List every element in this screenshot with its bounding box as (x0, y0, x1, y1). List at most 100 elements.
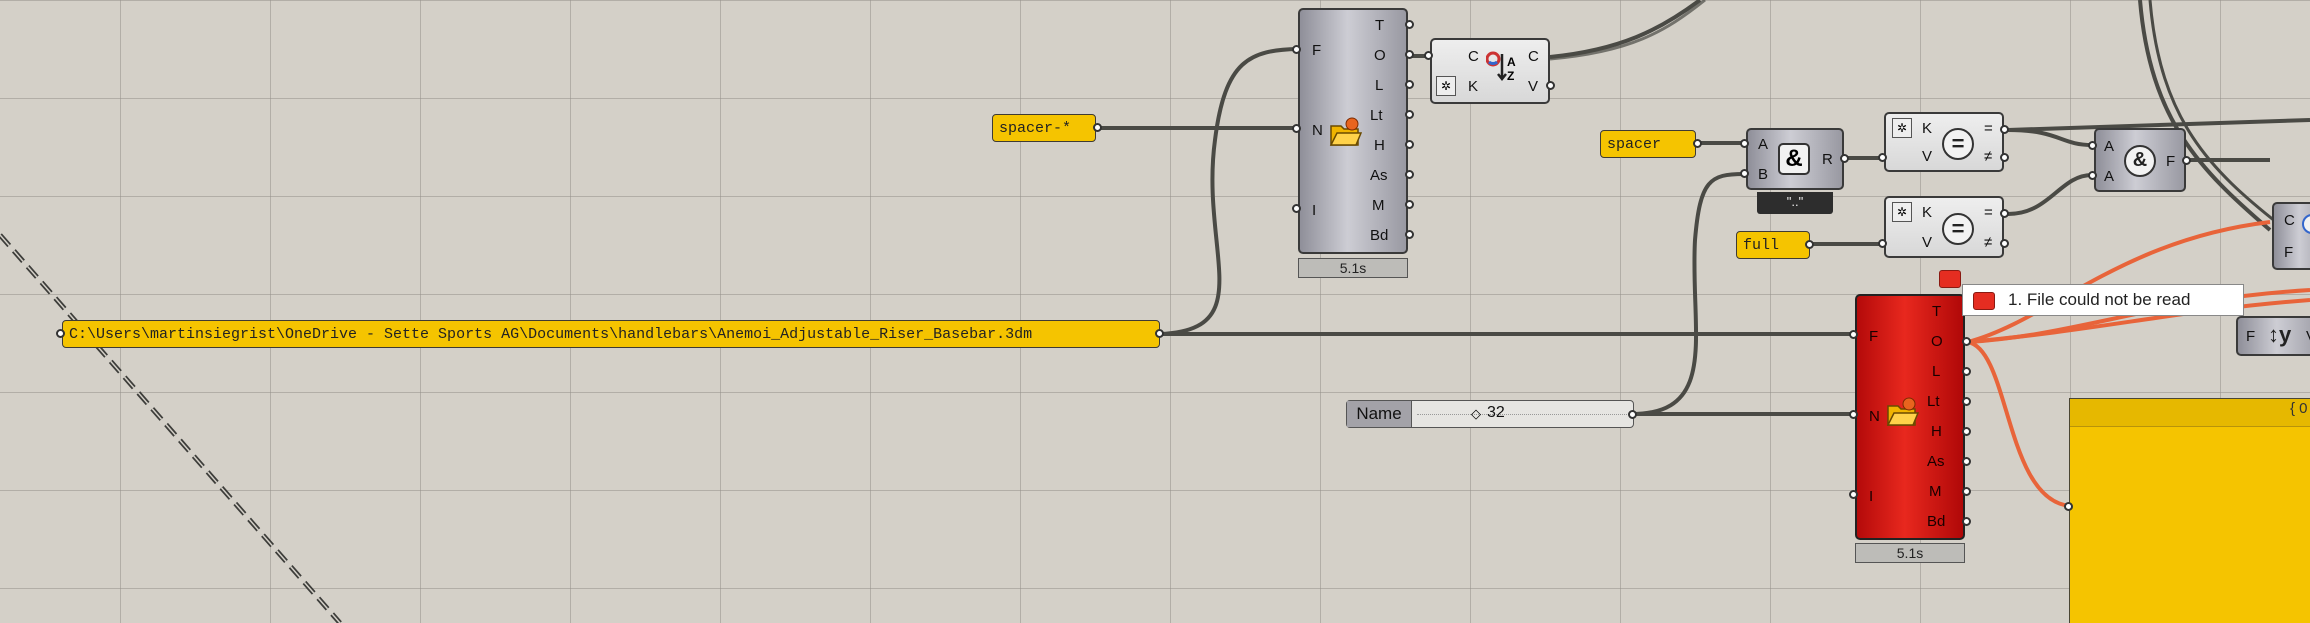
and-out-f[interactable] (2182, 156, 2191, 165)
spacer-panel[interactable]: spacer (1600, 130, 1696, 158)
output-label-bd: Bd (1927, 513, 1946, 530)
slider-value: 32 (1487, 404, 1505, 421)
partial-bottom-label-v: V (2306, 328, 2310, 345)
input-label-n: N (1312, 122, 1323, 139)
partial-component-right-top[interactable]: C F (2272, 202, 2310, 270)
eq1-out-neq[interactable] (2000, 153, 2009, 162)
and-input-a2: A (2104, 168, 2115, 185)
import-error-out-lt[interactable] (1962, 397, 1971, 406)
input-label-f: F (1869, 328, 1879, 345)
equals-icon: = (1942, 128, 1974, 160)
slider-out-port[interactable] (1628, 410, 1637, 419)
wire-path-to-import-top (1159, 47, 1299, 336)
dashed-guide-wire (0, 233, 342, 623)
error-tooltip-text: 1. File could not be read (2008, 290, 2191, 309)
output-label-l: L (1375, 77, 1384, 94)
import-error-port-i[interactable] (1849, 490, 1858, 499)
full-text: full (1743, 236, 1780, 254)
eq1-port-v[interactable] (1878, 153, 1887, 162)
import-3dm-component[interactable]: F N I T O L Lt H As M Bd (1298, 8, 1408, 254)
eq2-out-neq[interactable] (2000, 239, 2009, 248)
import-top-timing: 5.1s (1298, 258, 1408, 278)
import-error-out-bd[interactable] (1962, 517, 1971, 526)
concat-port-b[interactable] (1740, 169, 1749, 178)
output-label-m: M (1929, 483, 1942, 500)
ampersand-icon: & (1778, 143, 1810, 175)
import-error-out-o[interactable] (1962, 337, 1971, 346)
import-top-out-m[interactable] (1405, 200, 1414, 209)
full-panel-out-port[interactable] (1805, 240, 1814, 249)
import-error-out-h[interactable] (1962, 427, 1971, 436)
error-balloon-icon[interactable] (1939, 270, 1961, 288)
output-panel-header: { 0 (2070, 399, 2310, 427)
and-port-a2[interactable] (2088, 171, 2097, 180)
sort-y-icon: ↕y (2268, 322, 2292, 347)
import-top-out-l[interactable] (1405, 80, 1414, 89)
key-param-icon: ✲ (1892, 118, 1912, 138)
eq2-output-eq: = (1984, 204, 1993, 221)
concat-out-r[interactable] (1840, 154, 1849, 163)
concatenate-component[interactable]: A B R & (1746, 128, 1844, 190)
import-error-port-n[interactable] (1849, 410, 1858, 419)
slider-handle-icon[interactable]: ◇ (1471, 406, 1481, 421)
file-path-text: C:\Users\martinsiegrist\OneDrive - Sette… (69, 325, 1033, 343)
file-path-panel-out-port[interactable] (1155, 329, 1164, 338)
wire-eq1-to-and (2007, 128, 2093, 147)
import-top-port-f[interactable] (1292, 45, 1301, 54)
import-top-port-i[interactable] (1292, 204, 1301, 213)
spacer-star-text: spacer-* (999, 119, 1072, 137)
spacer-star-panel-out-port[interactable] (1093, 123, 1102, 132)
slider-track[interactable] (1417, 414, 1627, 415)
spacer-panel-out-port[interactable] (1693, 139, 1702, 148)
output-panel-in-port[interactable] (2064, 502, 2073, 511)
import-error-port-f[interactable] (1849, 330, 1858, 339)
sort-component[interactable]: C K C V ✲ A Z (1430, 38, 1550, 104)
sort-input-c: C (1468, 48, 1479, 65)
output-label-lt: Lt (1370, 107, 1383, 124)
import-top-out-h[interactable] (1405, 140, 1414, 149)
and-port-a1[interactable] (2088, 141, 2097, 150)
file-path-panel-in-port[interactable] (56, 329, 65, 338)
eq1-output-eq: = (1984, 120, 1993, 137)
import-top-port-n[interactable] (1292, 124, 1301, 133)
sort-port-c[interactable] (1424, 51, 1433, 60)
number-slider[interactable]: Name ◇ 32 (1346, 400, 1634, 428)
import-top-out-as[interactable] (1405, 170, 1414, 179)
import-3dm-component-error[interactable]: F N I T O L Lt H As M Bd (1855, 294, 1965, 540)
equality-component-2[interactable]: ✲ K V = ≠ = (1884, 196, 2004, 258)
input-label-n: N (1869, 408, 1880, 425)
key-param-icon: ✲ (1436, 76, 1456, 96)
spacer-star-panel[interactable]: spacer-* (992, 114, 1096, 142)
import-error-out-l[interactable] (1962, 367, 1971, 376)
output-label-o: O (1931, 333, 1943, 350)
output-panel[interactable]: { 0 (2069, 398, 2310, 623)
and-input-a1: A (2104, 138, 2115, 155)
import-top-out-t[interactable] (1405, 20, 1414, 29)
sort-az-icon: A Z (1486, 51, 1516, 83)
equality-component-1[interactable]: ✲ K V = ≠ = (1884, 112, 2004, 172)
eq2-out-eq[interactable] (2000, 209, 2009, 218)
output-label-o: O (1374, 47, 1386, 64)
output-label-t: T (1375, 17, 1385, 34)
import-error-out-as[interactable] (1962, 457, 1971, 466)
spacer-text: spacer (1607, 135, 1662, 153)
import-top-out-bd[interactable] (1405, 230, 1414, 239)
and-output-f: F (2166, 153, 2176, 170)
gate-and-component[interactable]: A A F & (2094, 128, 2186, 192)
full-panel[interactable]: full (1736, 231, 1810, 259)
file-path-panel[interactable]: C:\Users\martinsiegrist\OneDrive - Sette… (62, 320, 1160, 348)
partial-component-right-bottom[interactable]: F ↕y V (2236, 316, 2310, 356)
import-top-out-lt[interactable] (1405, 110, 1414, 119)
sort-out-v[interactable] (1546, 81, 1555, 90)
import-error-out-m[interactable] (1962, 487, 1971, 496)
folder-import-icon (1329, 117, 1362, 146)
eq2-port-v[interactable] (1878, 239, 1887, 248)
import-top-out-o[interactable] (1405, 50, 1414, 59)
concat-tag: ".." (1757, 192, 1833, 214)
eq1-out-eq[interactable] (2000, 125, 2009, 134)
sort-input-k: K (1468, 78, 1479, 95)
partial-bottom-label-f: F (2246, 328, 2256, 345)
wire-sort-out (1549, 0, 1702, 59)
concat-port-a[interactable] (1740, 139, 1749, 148)
